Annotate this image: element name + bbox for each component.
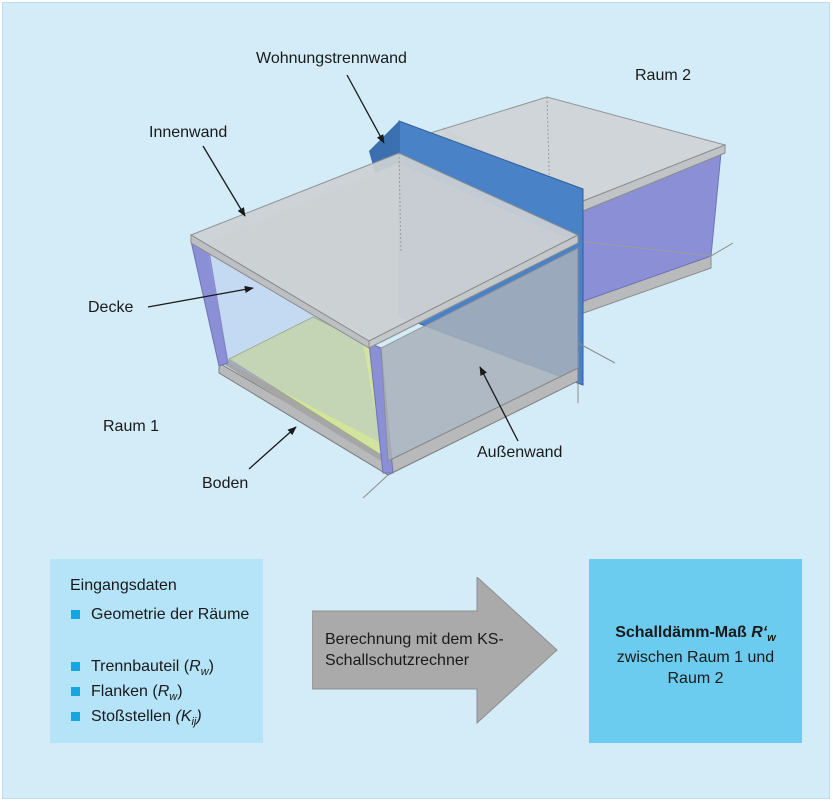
room-1-inner-wall-glass: [208, 253, 381, 443]
bullet-square-icon: [71, 662, 80, 671]
input-item-label: Stoßstellen (Kij): [91, 708, 202, 729]
input-data-title: Eingangsdaten: [70, 577, 177, 594]
bullet-square-icon: [71, 712, 80, 721]
process-text: Berechnung mit dem KS-Schallschutzrechne…: [325, 631, 504, 669]
label-raum-1: Raum 1: [103, 418, 160, 435]
result-box: Schalldämm-Maß R‘w zwischen Raum 1 und R…: [589, 559, 802, 743]
input-item-label: Trennbauteil (Rw): [91, 658, 214, 679]
result-title: Schalldämm-Maß R‘w: [615, 624, 776, 645]
room-1-box: [189, 152, 580, 499]
bullet-square-icon: [71, 610, 80, 619]
arrow-boden: [248, 426, 297, 470]
label-boden: Boden: [202, 475, 249, 492]
result-text: zwischen Raum 1 und Raum 2: [616, 649, 775, 687]
label-aussenwand: Außenwand: [477, 444, 563, 461]
room-1-ceiling-front-edge: [368, 234, 579, 349]
input-item-label: Geometrie der Räume: [91, 606, 250, 623]
label-wohnungstrennwand: Wohnungstrennwand: [256, 50, 407, 67]
label-raum-2: Raum 2: [635, 67, 692, 84]
process-arrow: [312, 577, 558, 725]
bullet-square-icon: [71, 687, 80, 696]
room-1-outer-wall: [380, 247, 579, 462]
input-data-box: Eingangsdaten Geometrie der Räume Trennb…: [50, 559, 263, 743]
input-item-label: Flanken (Rw): [91, 683, 183, 704]
arrow-decke: [147, 285, 254, 308]
label-innenwand: Innenwand: [149, 124, 228, 141]
arrow-wohnungstrennwand: [346, 74, 385, 144]
label-decke: Decke: [88, 299, 134, 316]
arrow-aussenwand: [479, 366, 519, 442]
room-1-floor-edge: [225, 359, 381, 461]
building-diagram: [147, 74, 734, 499]
leader-arrows: [147, 74, 519, 470]
arrow-innenwand: [202, 145, 246, 217]
